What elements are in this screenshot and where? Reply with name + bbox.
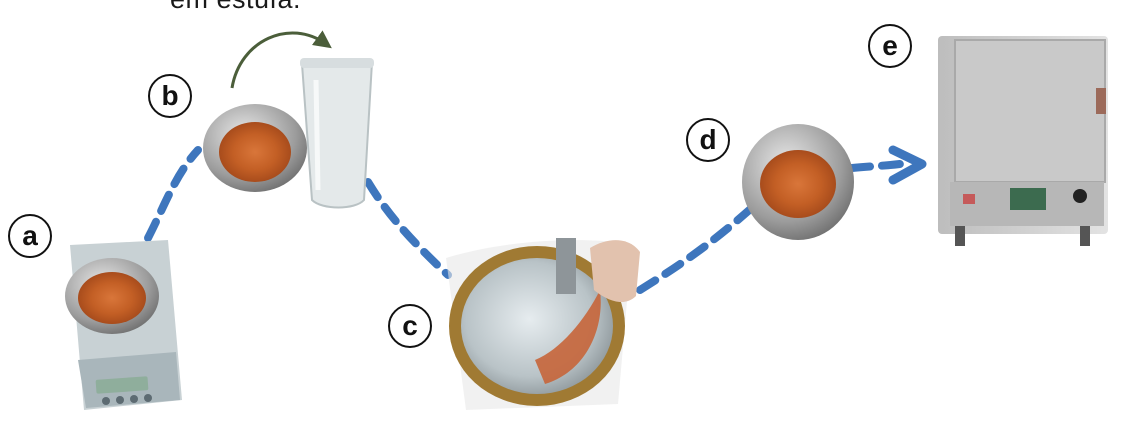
step-label-a: a [8,214,52,258]
sieve-illustration [446,238,640,410]
step-label-d: d [686,118,730,162]
step-label-c: c [388,304,432,348]
scale-illustration [65,240,182,410]
bowl-illustration [203,104,307,192]
step-label-e: e [868,24,912,68]
dish-illustration [742,124,854,240]
oven-illustration [938,36,1108,246]
beaker-illustration [300,58,374,208]
step-label-b: b [148,74,192,118]
